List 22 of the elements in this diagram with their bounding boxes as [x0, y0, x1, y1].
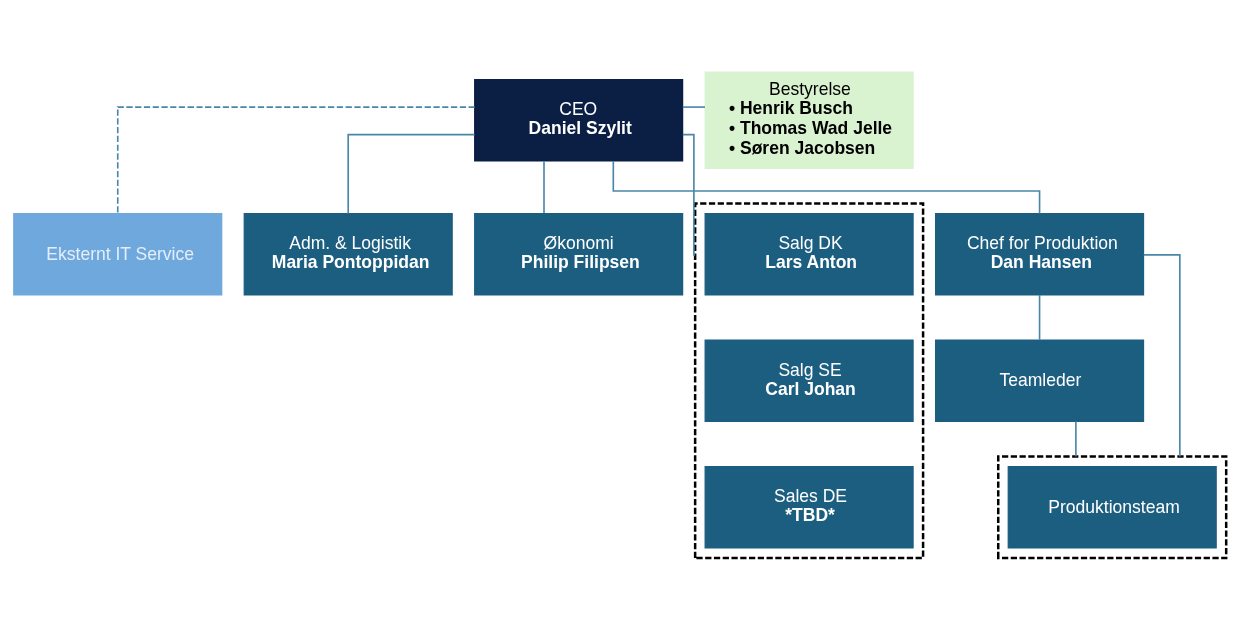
node-box: Teamleder — [935, 338, 1145, 422]
cluster — [693, 201, 925, 559]
connector — [1075, 420, 1077, 457]
node-box: CEO Daniel Szylit — [474, 78, 684, 162]
connector — [612, 159, 1041, 214]
node-box: Produktionsteam — [1007, 465, 1217, 549]
node-box: Bestyrelse • Henrik Busch • Thomas Wad Jelle • Søren Jacobsen — [704, 70, 914, 169]
connector — [543, 159, 545, 214]
connector — [682, 133, 696, 256]
node-box: Eksternt IT Service — [13, 212, 223, 296]
connector — [681, 105, 706, 108]
node-box: Økonomi Philip Filipsen — [474, 212, 684, 296]
node-box: Salg SE Carl Johan — [704, 338, 914, 422]
node-box: Adm. & Logistik Maria Pontoppidan — [243, 212, 453, 296]
node-box: Chef for Produktion Dan Hansen — [935, 212, 1145, 296]
cluster — [997, 454, 1228, 559]
node-box: Sales DE *TBD* — [704, 465, 914, 549]
node-box: Salg DK Lars Anton — [704, 212, 914, 296]
connector — [116, 105, 476, 214]
connector — [1142, 253, 1181, 457]
connector — [1038, 293, 1041, 340]
connector — [347, 133, 476, 214]
